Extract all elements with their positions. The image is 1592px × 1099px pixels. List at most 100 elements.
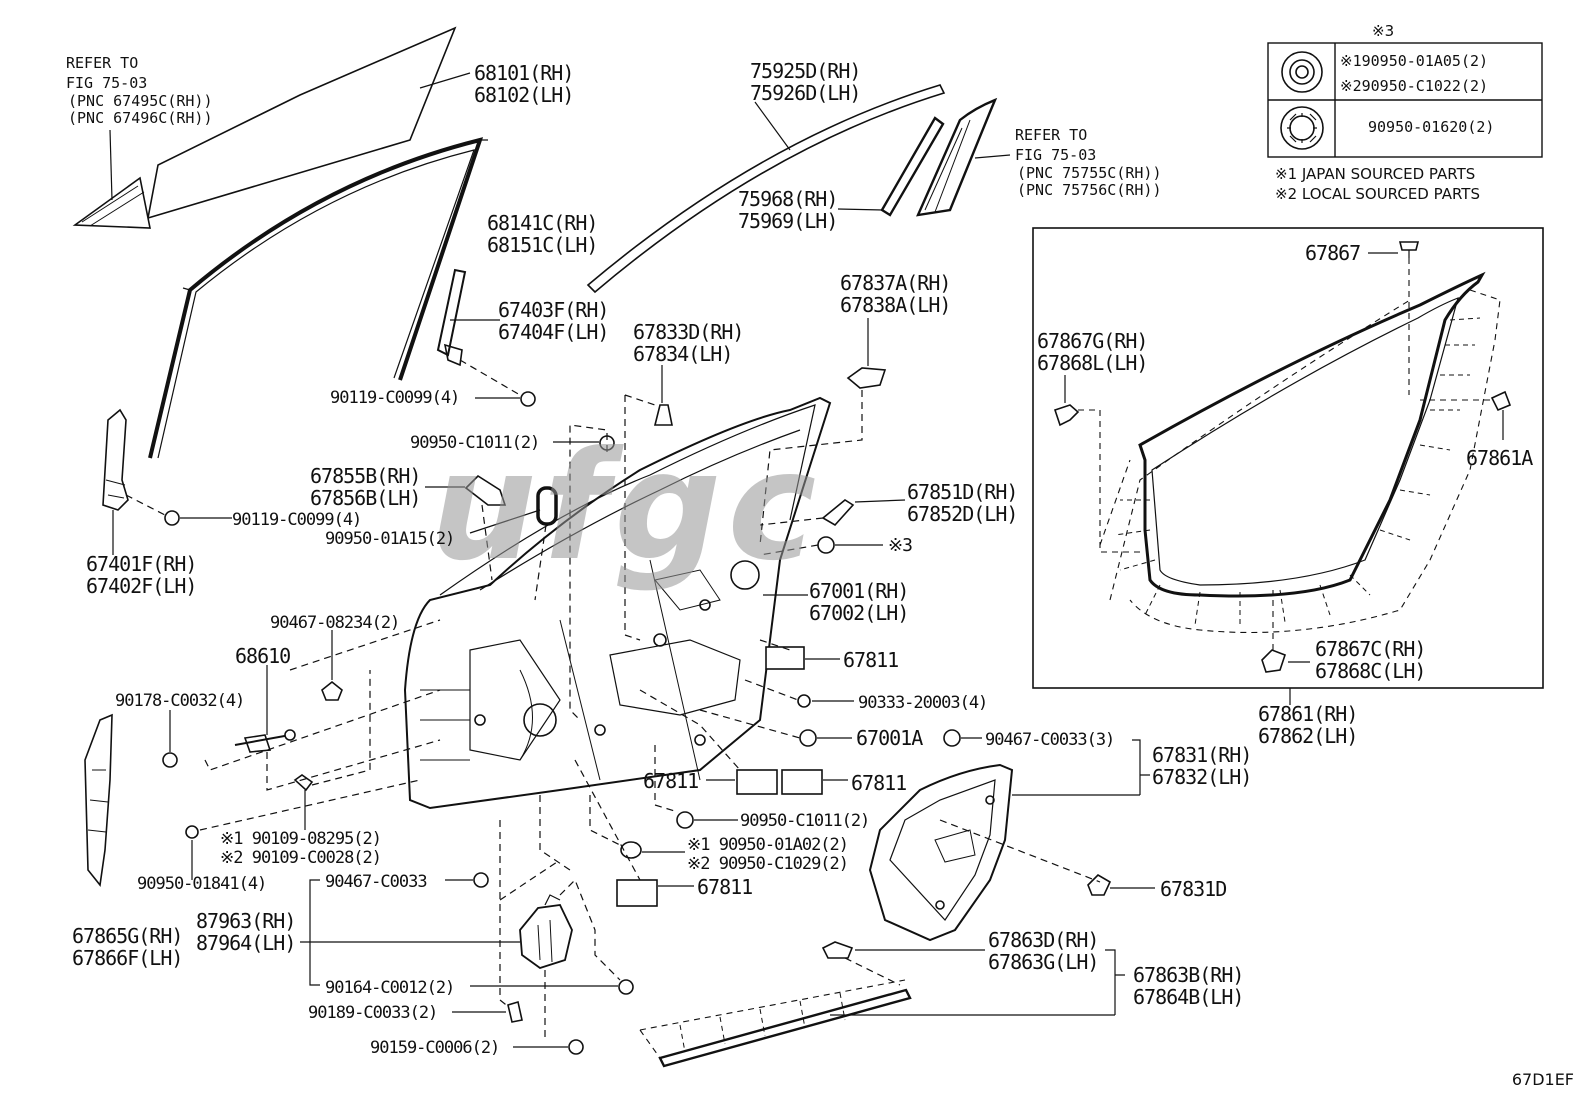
label-67867c: 67867C(RH)	[1315, 637, 1426, 661]
bolt-90159	[568, 1039, 584, 1055]
label-68102: 68102(LH)	[474, 83, 574, 107]
table-row1-line2: ※290950-C1022(2)	[1340, 77, 1489, 95]
label-67868c: 67868C(LH)	[1315, 659, 1426, 683]
pad-67811-b	[736, 769, 778, 795]
label-90467-c0033: 90467-C0033	[325, 872, 428, 892]
label-68151c: 68151C(LH)	[487, 233, 598, 257]
corner-piece	[72, 176, 151, 229]
refer-right-line-3: (PNC 75755C(RH))	[1017, 164, 1162, 182]
label-90950-01a02: ※1 90950-01A02(2)	[687, 835, 849, 855]
clip-90467-c0033-3	[943, 729, 961, 747]
label-90119-top: 90119-C0099(4)	[330, 388, 460, 408]
check-rod	[234, 734, 291, 746]
belt-moulding	[586, 84, 946, 294]
label-67862: 67862(LH)	[1258, 724, 1358, 748]
label-67404f: 67404F(LH)	[498, 320, 609, 344]
clip-90467-08234	[321, 680, 343, 701]
label-67837a: 67837A(RH)	[840, 271, 951, 295]
clip-90467-c0033	[473, 872, 489, 888]
label-67831d: 67831D	[1160, 877, 1227, 901]
label-67811-c: 67811	[851, 771, 907, 795]
bolt-90109	[293, 774, 314, 792]
pad-67811-a	[765, 646, 805, 670]
label-67811-b: 67811	[643, 769, 699, 793]
label-67861: 67861(RH)	[1258, 702, 1358, 726]
label-67865g: 67865G(RH)	[72, 924, 183, 948]
watermark: ufgc	[430, 420, 823, 594]
lower-weatherstrip	[658, 988, 912, 1068]
table-header: ※3	[1372, 22, 1395, 40]
label-67811-a: 67811	[843, 648, 899, 672]
label-90950-01841: 90950-01841(4)	[137, 874, 267, 894]
label-67002: 67002(LH)	[809, 601, 909, 625]
label-90950-c1011-bottom: 90950-C1011(2)	[740, 811, 870, 831]
pillar-cover	[916, 97, 998, 217]
refer-right-line-4: (PNC 75756C(RH))	[1017, 181, 1162, 199]
clip-67863d	[821, 941, 854, 959]
service-hole-cover	[868, 763, 1014, 942]
bolt-90164	[618, 979, 634, 995]
label-87963: 87963(RH)	[196, 909, 296, 933]
label-90950-c1011-top: 90950-C1011(2)	[410, 433, 540, 453]
label-67856b: 67856B(LH)	[310, 486, 421, 510]
note-local-sourced: ※2 LOCAL SOURCED PARTS	[1275, 185, 1480, 203]
glass-run-channel	[148, 137, 484, 459]
pillar-garnish	[880, 116, 945, 217]
label-67401f: 67401F(RH)	[86, 552, 197, 576]
window-regulator	[519, 904, 573, 969]
ring-90333	[797, 694, 811, 708]
refer-right-line-2: FIG 75-03	[1015, 146, 1097, 164]
label-67001a: 67001A	[856, 726, 923, 750]
bolt-90119-top	[520, 391, 536, 407]
table-row1-line1: ※190950-01A05(2)	[1340, 52, 1489, 70]
label-67834: 67834(LH)	[633, 342, 733, 366]
label-67864b: 67864B(LH)	[1133, 985, 1244, 1009]
label-90109-c0028: ※2 90109-C0028(2)	[220, 848, 382, 868]
label-67863g: 67863G(LH)	[988, 950, 1099, 974]
label-90159: 90159-C0006(2)	[370, 1038, 500, 1058]
label-90109-08295: ※1 90109-08295(2)	[220, 829, 382, 849]
label-x3: ※3	[888, 535, 913, 556]
clip-67831d	[1087, 873, 1112, 896]
label-67852d: 67852D(LH)	[907, 502, 1018, 526]
label-67001: 67001(RH)	[809, 579, 909, 603]
note-japan-sourced: ※1 JAPAN SOURCED PARTS	[1275, 165, 1476, 183]
front-sash	[102, 408, 129, 511]
refer-left-line-1: REFER TO	[66, 54, 139, 72]
label-67402f: 67402F(LH)	[86, 574, 197, 598]
bracket-67851d	[821, 499, 855, 527]
label-87964: 87964(LH)	[196, 931, 296, 955]
label-90950-c1029: ※2 90950-C1029(2)	[687, 854, 849, 874]
figure-code: 67D1EF	[1511, 1070, 1574, 1089]
label-75968: 75968(RH)	[738, 187, 838, 211]
label-67868l: 67868L(LH)	[1037, 351, 1148, 375]
plug-01a02	[620, 841, 642, 859]
bracket-67837a	[846, 367, 887, 389]
nut-90178	[162, 752, 178, 768]
clip-67833d	[653, 404, 673, 426]
label-90950-01a15: 90950-01A15(2)	[325, 529, 455, 549]
label-67851d: 67851D(RH)	[907, 480, 1018, 504]
front-seal	[84, 713, 113, 887]
label-90333: 90333-20003(4)	[858, 693, 988, 713]
label-67855b: 67855B(RH)	[310, 464, 421, 488]
refer-left-line-2: FIG 75-03	[66, 74, 148, 92]
nut-67001a	[799, 729, 817, 747]
seal-inset-box	[1032, 227, 1544, 689]
refer-left-line-4: (PNC 67496C(RH))	[68, 109, 213, 127]
clip-67867c	[1261, 649, 1287, 673]
label-67832: 67832(LH)	[1152, 765, 1252, 789]
clip-67861a	[1490, 390, 1512, 412]
label-90119-left: 90119-C0099(4)	[232, 510, 362, 530]
rear-sash	[436, 268, 467, 357]
label-67831: 67831(RH)	[1152, 743, 1252, 767]
label-75969: 75969(LH)	[738, 209, 838, 233]
pad-67811-d	[616, 879, 658, 907]
label-75925d: 75925D(RH)	[750, 59, 861, 83]
refer-left-line-3: (PNC 67495C(RH))	[68, 92, 213, 110]
plug-01a15	[536, 486, 558, 526]
check-bracket	[464, 474, 507, 506]
label-90189: 90189-C0033(2)	[308, 1003, 438, 1023]
label-67403f: 67403F(RH)	[498, 298, 609, 322]
